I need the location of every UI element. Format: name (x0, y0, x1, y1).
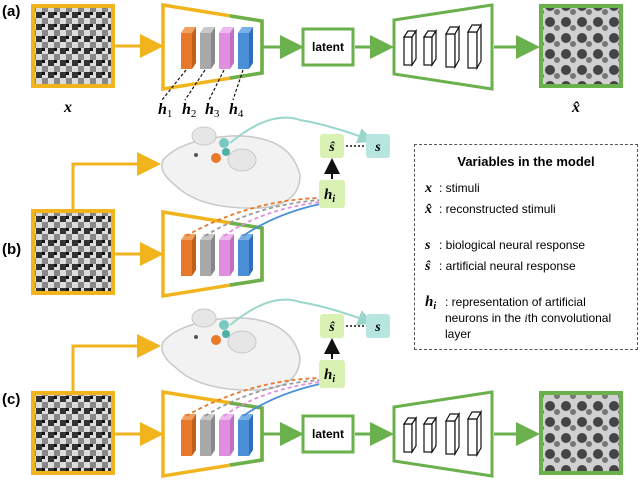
bio-response-curve-c (229, 298, 374, 326)
layer-to-hi-curves-c (185, 377, 321, 417)
bio-response-curve-b (229, 116, 374, 144)
variables-legend: Variables in the model x : stimuli x̂ : … (414, 144, 638, 350)
input-stimulus-image-b (31, 209, 115, 295)
input-stimulus-image-c (31, 391, 115, 475)
conv-layers-a (181, 27, 253, 69)
layer-label-h4: h4 (229, 101, 244, 120)
reconstructed-image-c (539, 391, 623, 475)
legend-title: Variables in the model (457, 154, 594, 169)
hi-label-b: hi (324, 187, 335, 205)
conv-layers-c (181, 414, 253, 456)
legend-text-x: : stimuli (439, 181, 480, 195)
encoder-trapezoid-right-edge-b (229, 221, 264, 287)
layer-label-h3: h3 (205, 101, 220, 120)
panel-c-label: (c) (2, 391, 20, 408)
hi-label-c: hi (324, 367, 335, 385)
conv-layers-b (181, 234, 253, 276)
input-symbol-x: x (63, 99, 72, 116)
panel-b-label: (b) (2, 241, 21, 258)
hi-node-c (319, 360, 345, 388)
output-symbol-xhat: x̂ (571, 99, 580, 116)
latent-box-c (301, 414, 355, 454)
mouse-illustration-c (161, 308, 301, 391)
s-node-b (366, 134, 390, 158)
legend-symbol-s: s (424, 238, 431, 253)
shat-label-c: ŝ (328, 320, 335, 335)
encoder-trapezoid-right-edge-c (229, 401, 264, 467)
deconv-layers-a (402, 22, 483, 71)
legend-text-shat: : artificial neural response (439, 259, 576, 273)
layer-to-hi-curves-b (185, 197, 321, 237)
shat-node-c (320, 314, 344, 338)
legend-symbol-xhat: x̂ (424, 202, 432, 217)
s-label-b: s (374, 140, 381, 155)
legend-symbol-shat: ŝ (424, 259, 431, 274)
layer-label-h2: h2 (182, 101, 196, 120)
reconstructed-image-a (539, 4, 623, 88)
legend-text-hi-line1: : representation of artificial (445, 295, 586, 309)
shat-node-b (320, 134, 344, 158)
s-label-c: s (374, 320, 381, 335)
mouse-illustration-b (161, 126, 301, 209)
shat-label-b: ŝ (328, 140, 335, 155)
layer-labels: h1 h2 h3 h4 (158, 101, 244, 120)
legend-text-xhat: : reconstructed stimuli (439, 202, 556, 216)
legend-text-hi-line3: layer (445, 327, 471, 341)
legend-text-s: : biological neural response (439, 238, 585, 252)
arrow-input-to-mouse-c (71, 334, 161, 391)
legend-symbol-x: x (424, 181, 432, 196)
layer-leader-lines (161, 69, 244, 101)
s-node-c (366, 314, 390, 338)
panel-a-label: (a) (2, 3, 20, 20)
arrow-input-to-mouse-b (71, 152, 161, 209)
latent-box-a (301, 27, 355, 67)
latent-label-c: latent (312, 427, 344, 441)
encoder-trapezoid-right-edge-a (229, 14, 264, 80)
legend-content: Variables in the model x : stimuli x̂ : … (424, 154, 611, 341)
hi-node-b (319, 180, 345, 208)
legend-symbol-hi: hi (425, 294, 436, 312)
legend-text-hi-line2: neurons in the ith convolutional (445, 311, 611, 325)
input-stimulus-image-a (31, 4, 115, 88)
layer-label-h1: h1 (158, 101, 172, 120)
latent-label-a: latent (312, 40, 344, 54)
deconv-layers-c (402, 409, 483, 458)
